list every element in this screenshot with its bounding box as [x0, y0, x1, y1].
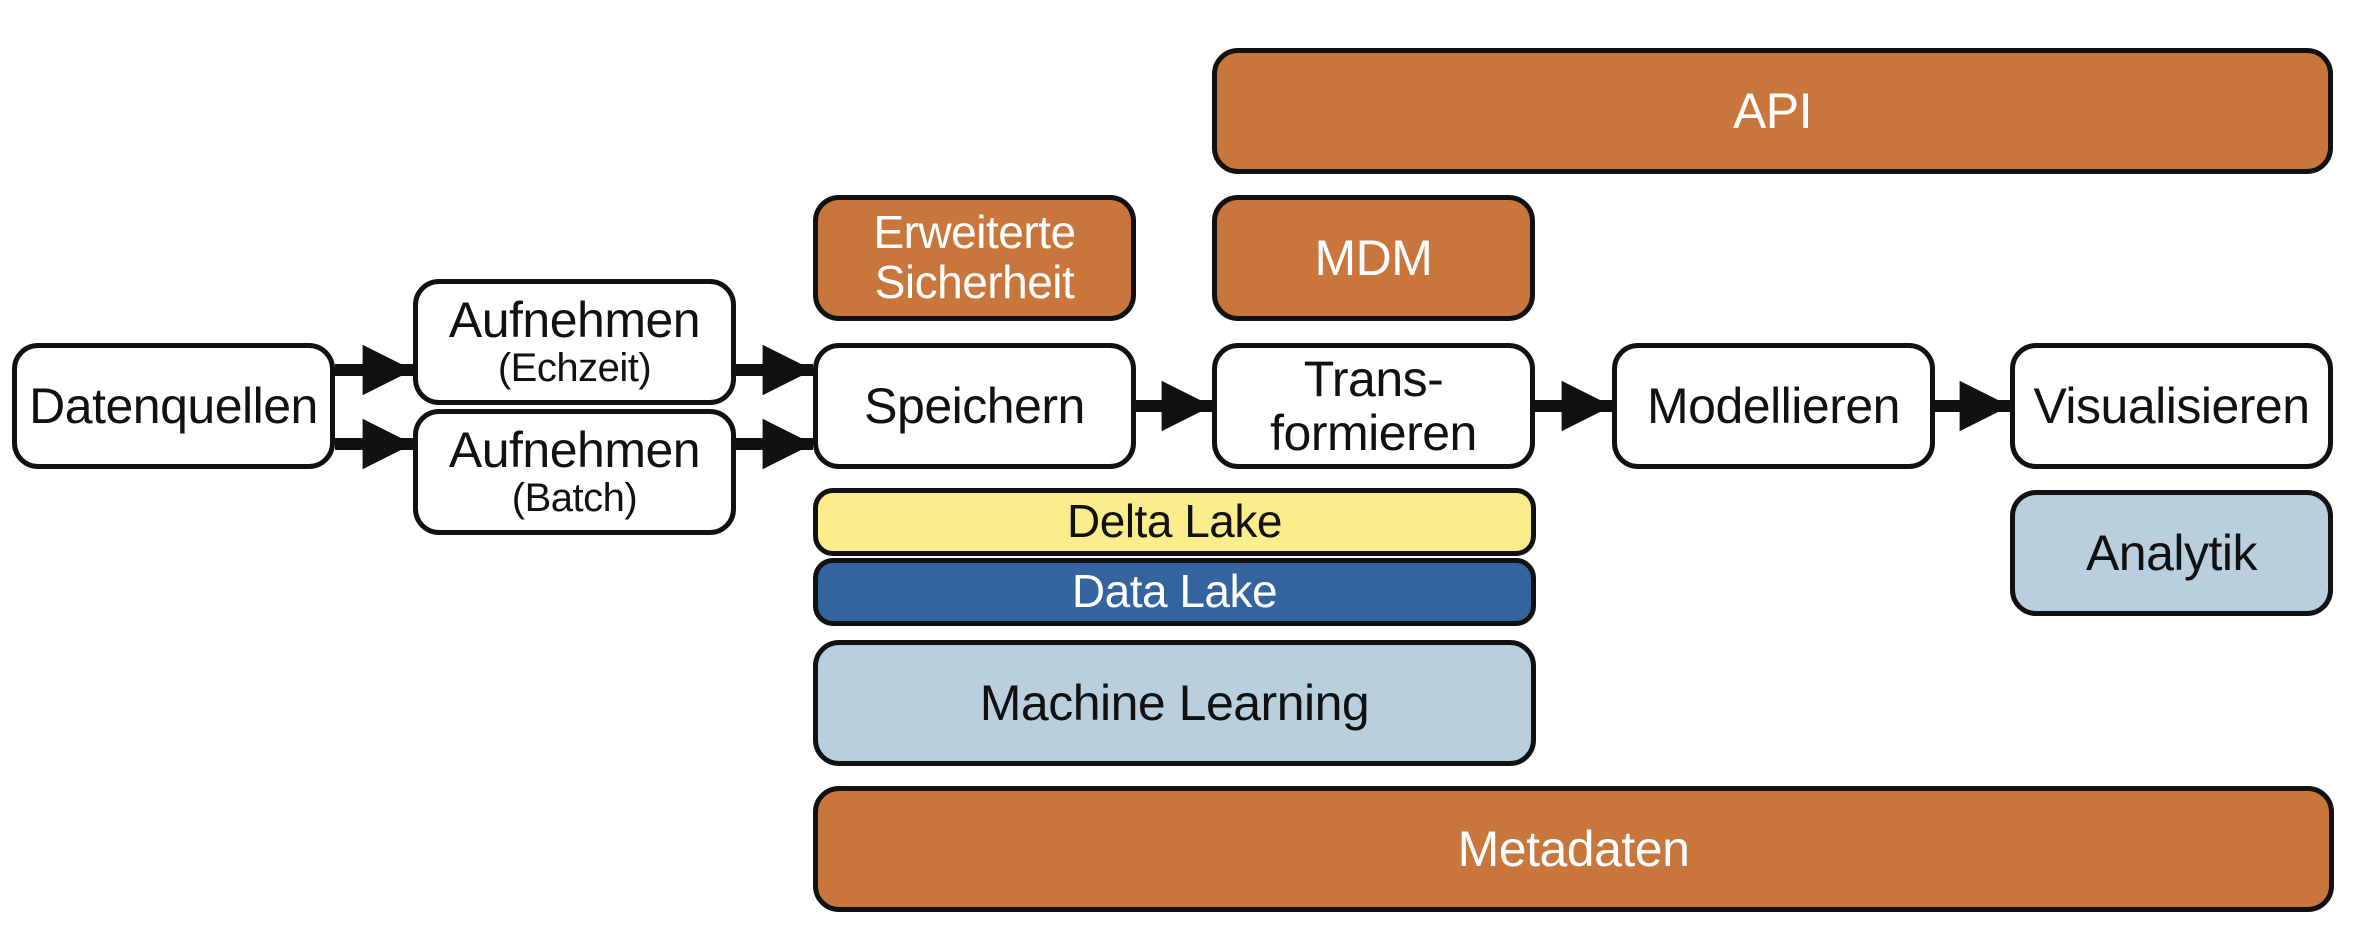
transform-label-line1: Trans-: [1303, 351, 1444, 407]
security-label-line2: Sicherheit: [874, 256, 1075, 308]
delta-lake-box: Delta Lake: [813, 488, 1536, 556]
security-box: Erweiterte Sicherheit: [813, 195, 1136, 321]
sources-label: Datenquellen: [29, 378, 318, 434]
store-label: Speichern: [864, 378, 1085, 434]
ingest-batch-title: Aufnehmen: [448, 422, 701, 479]
api-box: API: [1212, 48, 2333, 174]
model-label: Modellieren: [1647, 378, 1900, 434]
transform-label-line2: formieren: [1270, 405, 1477, 461]
visualize-box: Visualisieren: [2010, 343, 2333, 469]
analytics-box: Analytik: [2010, 490, 2333, 616]
api-label: API: [1732, 83, 1813, 139]
sources-box: Datenquellen: [12, 343, 335, 469]
ingest-batch-sub: (Batch): [511, 476, 638, 521]
data-lake-box: Data Lake: [813, 558, 1536, 626]
transform-box: Trans- formieren: [1212, 343, 1535, 469]
ingest-realtime-title: Aufnehmen: [448, 292, 701, 349]
data-lake-label: Data Lake: [1071, 565, 1278, 618]
machine-learning-box: Machine Learning: [813, 640, 1536, 766]
ingest-realtime-box: Aufnehmen (Echzeit): [413, 279, 736, 405]
metadata-label: Metadaten: [1457, 821, 1690, 877]
machine-learning-label: Machine Learning: [979, 675, 1370, 731]
delta-lake-label: Delta Lake: [1067, 495, 1282, 548]
metadata-box: Metadaten: [813, 786, 2334, 912]
model-box: Modellieren: [1612, 343, 1935, 469]
mdm-label: MDM: [1314, 230, 1433, 286]
ingest-batch-box: Aufnehmen (Batch): [413, 409, 736, 535]
analytics-label: Analytik: [2085, 525, 2258, 581]
security-label-line1: Erweiterte: [873, 206, 1076, 259]
store-box: Speichern: [813, 343, 1136, 469]
mdm-box: MDM: [1212, 195, 1535, 321]
visualize-label: Visualisieren: [2033, 378, 2310, 434]
ingest-realtime-sub: (Echzeit): [497, 346, 652, 391]
